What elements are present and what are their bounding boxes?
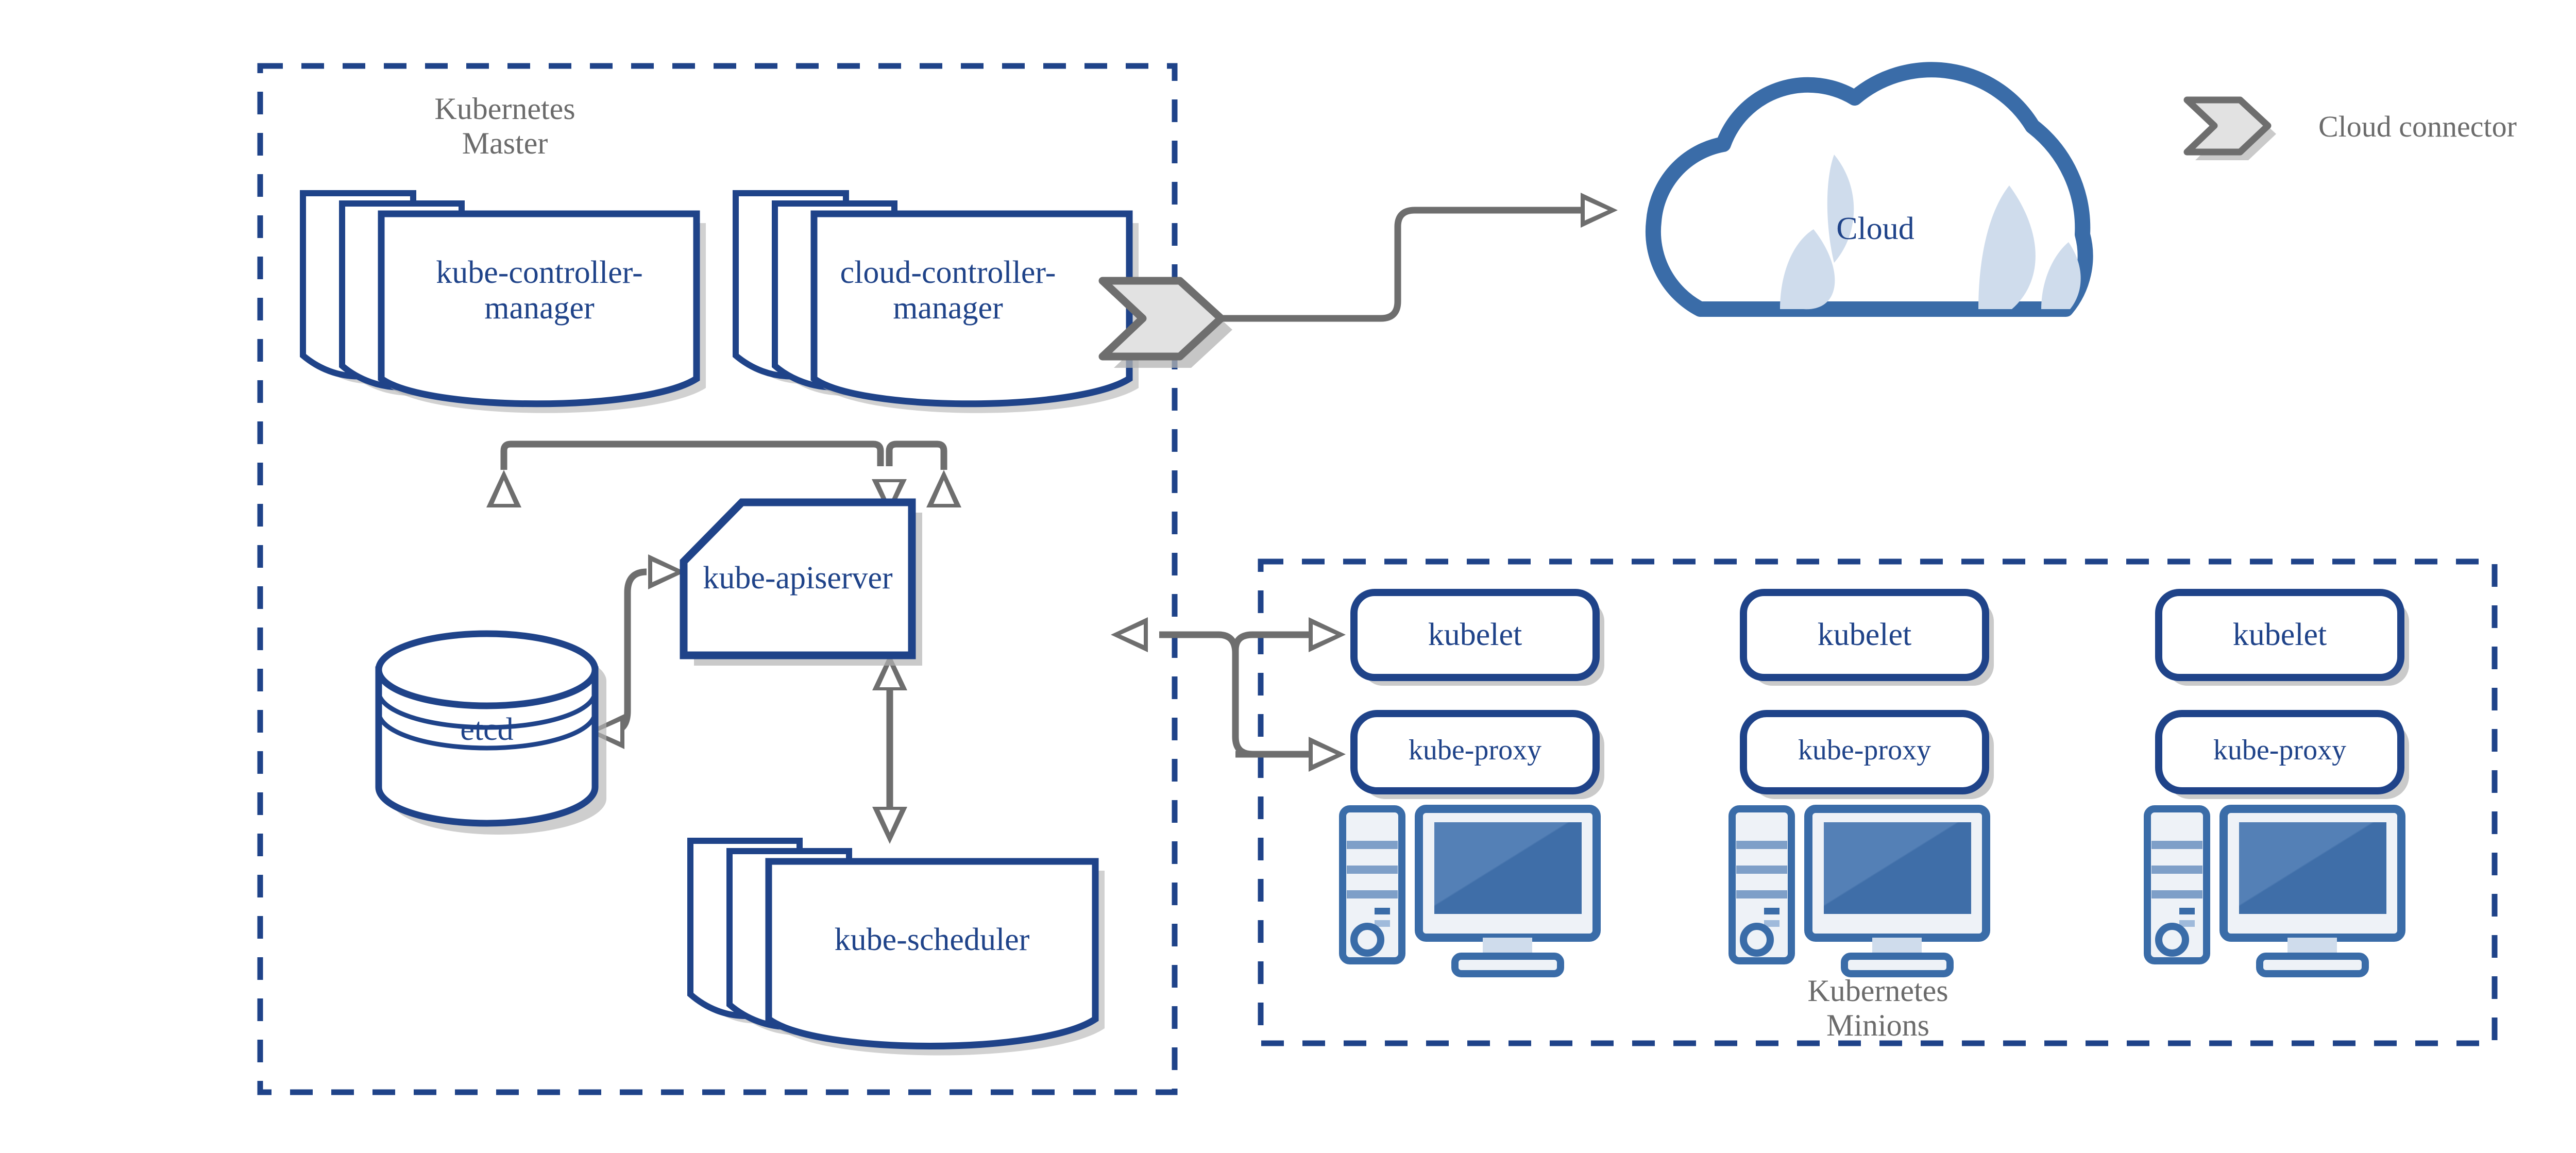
etcd-shape: [375, 630, 606, 835]
kube-apiserver-shape: [680, 498, 922, 666]
minion-node-3: [2144, 589, 2409, 977]
cloud-controller-manager-shape: [733, 190, 1139, 413]
arrowheads: [486, 193, 1618, 844]
minion-node-2: [1728, 589, 1994, 977]
cloud-shape: [1645, 62, 2093, 317]
minion-node-1: [1339, 589, 1604, 977]
kube-scheduler-shape: [687, 838, 1105, 1056]
edge-cloudcm-to-apiserver: [886, 440, 947, 470]
chevron-connector-icon-main: [1098, 277, 1232, 368]
edge-ccm-to-apiserver: [500, 440, 884, 470]
chevron-connector-icon-legend: [2183, 96, 2276, 160]
edge-etcd-apiserver: [610, 568, 647, 735]
master-group-border: [257, 63, 1178, 1095]
minions-group-border: [1258, 558, 2498, 1046]
edge-trunk-to-kubelet: [1232, 631, 1319, 654]
edge-connector-to-cloud: [1209, 207, 1591, 322]
kube-controller-manager-shape: [300, 190, 706, 413]
